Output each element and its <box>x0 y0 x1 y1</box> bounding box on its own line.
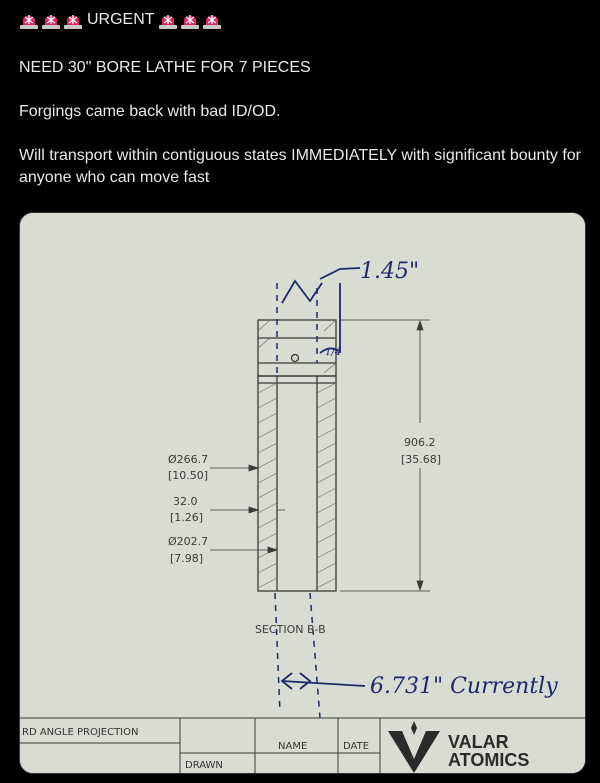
bore-dashed-lines <box>274 283 321 719</box>
hatch-right <box>316 382 337 589</box>
siren-emoji-icon <box>41 11 61 30</box>
length-dimension <box>340 319 430 592</box>
handwritten-bottom-markup <box>280 672 366 690</box>
hatch-left <box>257 382 278 589</box>
id-in: [7.98] <box>170 552 203 565</box>
projection-label: RD ANGLE PROJECTION <box>22 727 138 738</box>
logo-line2: ATOMICS <box>448 750 529 770</box>
wall-in: [1.26] <box>170 511 203 524</box>
post-line-lathe: NEED 30" BORE LATHE FOR 7 PIECES <box>19 59 311 76</box>
length-in: [35.68] <box>401 453 441 466</box>
part-section <box>257 319 337 592</box>
valar-logo-icon <box>388 721 440 773</box>
urgent-line: URGENT <box>19 8 589 32</box>
left-dimension-leaders <box>210 464 285 554</box>
handwritten-scribble: 1/4 <box>325 347 341 358</box>
post-image[interactable]: 906.2 [35.68] Ø266.7 [10.50] 32.0 [1.26]… <box>19 212 586 774</box>
wall-mm: 32.0 <box>173 495 198 508</box>
siren-emoji-icon <box>63 11 83 30</box>
date-label: DATE <box>343 741 369 752</box>
od-mm: Ø266.7 <box>168 453 208 466</box>
id-mm: Ø202.7 <box>168 535 208 548</box>
logo-line1: VALAR <box>448 732 509 752</box>
length-mm: 906.2 <box>404 436 436 449</box>
siren-emoji-icon <box>19 11 39 30</box>
section-label: SECTION B-B <box>255 623 326 636</box>
engineering-drawing: 906.2 [35.68] Ø266.7 [10.50] 32.0 [1.26]… <box>20 213 585 773</box>
drawn-label: DRAWN <box>185 760 223 771</box>
post-line-transport: Will transport within contiguous states … <box>19 147 582 186</box>
handwritten-top-dimension: 1.45" <box>360 259 419 284</box>
siren-emoji-icon <box>180 11 200 30</box>
siren-emoji-icon <box>202 11 222 30</box>
post-line-forgings: Forgings came back with bad ID/OD. <box>19 103 281 120</box>
handwritten-bottom-dimension: 6.731" Currently <box>370 674 558 699</box>
post-body: URGENT NEED 30" BORE LATHE FOR 7 PIECES … <box>19 8 589 189</box>
handwritten-top-markup <box>281 267 361 354</box>
siren-emoji-icon <box>158 11 178 30</box>
name-label: NAME <box>278 741 307 752</box>
urgent-label: URGENT <box>87 11 155 28</box>
title-block <box>20 717 585 773</box>
od-in: [10.50] <box>168 469 208 482</box>
